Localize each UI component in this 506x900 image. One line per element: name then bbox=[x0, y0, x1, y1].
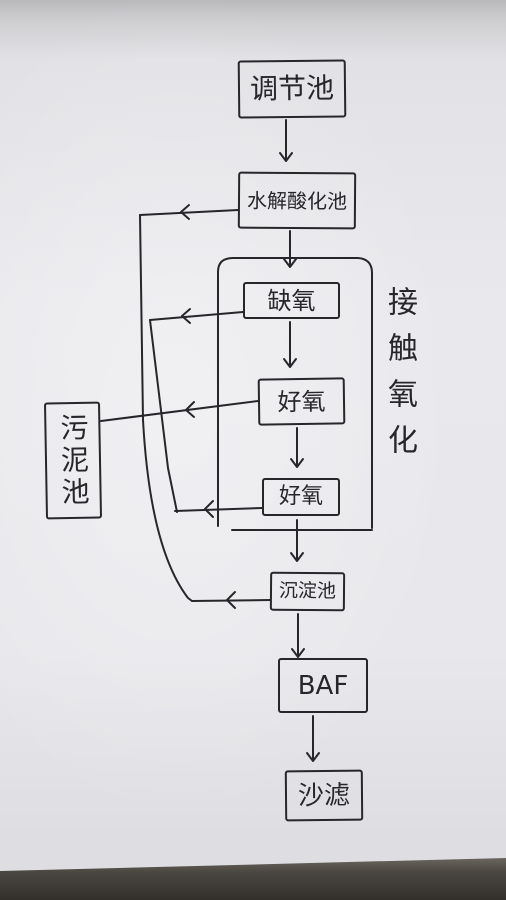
return-arrow-aerobic2 bbox=[204, 500, 214, 518]
node-sand-filter: 沙滤 bbox=[284, 769, 364, 822]
return-line-anoxic bbox=[149, 311, 244, 321]
arrow-aerobic2-to-sedimentation bbox=[290, 519, 304, 562]
arrow-aerobic1-to-aerobic2 bbox=[290, 427, 304, 468]
outer-return-trunk bbox=[139, 214, 193, 602]
node-sludge-tank: 污泥池 bbox=[43, 401, 103, 520]
node-aerobic-1: 好氧 bbox=[257, 377, 346, 426]
node-regulating-tank: 调节池 bbox=[237, 59, 347, 119]
node-aerobic-2: 好氧 bbox=[262, 478, 340, 516]
node-sedimentation-tank: 沉淀池 bbox=[269, 571, 346, 612]
return-line-sedimentation bbox=[191, 599, 271, 602]
return-arrow-sedimentation bbox=[226, 591, 236, 609]
arrow-baf-to-sand-filter bbox=[306, 715, 320, 762]
node-baf: BAF bbox=[278, 658, 368, 713]
return-arrow-aerobic1 bbox=[185, 401, 195, 418]
return-line-hydrolysis bbox=[139, 209, 239, 216]
node-hydrolysis-acidification-tank: 水解酸化池 bbox=[237, 171, 357, 230]
return-arrow-hydrolysis bbox=[180, 204, 190, 220]
contact-oxidation-label: 接触氧化 bbox=[382, 286, 417, 470]
arrow-hydrolysis-to-anoxic bbox=[283, 230, 297, 268]
return-line-aerobic1-to-sludge bbox=[100, 400, 259, 422]
arrow-regulating-to-hydrolysis bbox=[279, 119, 293, 162]
contact-oxidation-group-frame bbox=[217, 257, 373, 531]
return-arrow-anoxic bbox=[181, 308, 191, 324]
arrow-sedimentation-to-baf bbox=[291, 613, 305, 658]
arrow-anoxic-to-aerobic1 bbox=[283, 321, 297, 368]
node-anoxic: 缺氧 bbox=[243, 282, 340, 319]
inner-return-trunk bbox=[149, 319, 178, 513]
return-line-aerobic2 bbox=[174, 507, 263, 512]
